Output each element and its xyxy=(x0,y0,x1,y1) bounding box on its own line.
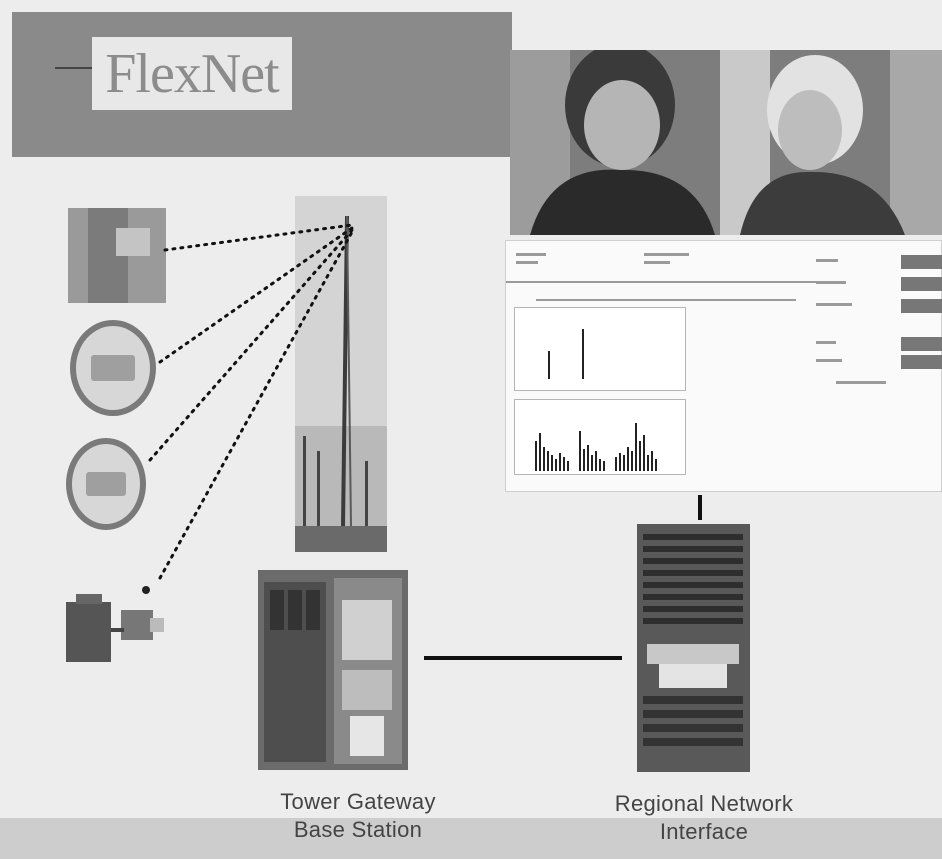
network-caption-line1: Regional Network xyxy=(614,791,794,816)
gateway-caption-line1: Tower Gateway xyxy=(280,789,436,814)
bottom-band xyxy=(0,818,942,859)
gateway-cabinet xyxy=(258,570,408,770)
network-rack xyxy=(637,524,750,772)
network-caption-line2: Interface xyxy=(659,819,749,844)
pole-meter xyxy=(68,208,166,303)
gateway-caption-line2: Base Station xyxy=(293,817,423,842)
gas-meter xyxy=(66,580,171,670)
electric-meter xyxy=(66,438,146,530)
people-photo xyxy=(510,50,942,235)
logo-line xyxy=(55,67,95,69)
gateway-caption: Tower Gateway Base Station xyxy=(248,788,468,844)
network-caption: Regional Network Interface xyxy=(584,790,824,846)
dashboard-screenshot xyxy=(505,240,942,492)
electric-meter xyxy=(70,320,156,416)
flexnet-logo: FlexNet xyxy=(92,37,292,110)
radio-tower xyxy=(295,196,387,552)
